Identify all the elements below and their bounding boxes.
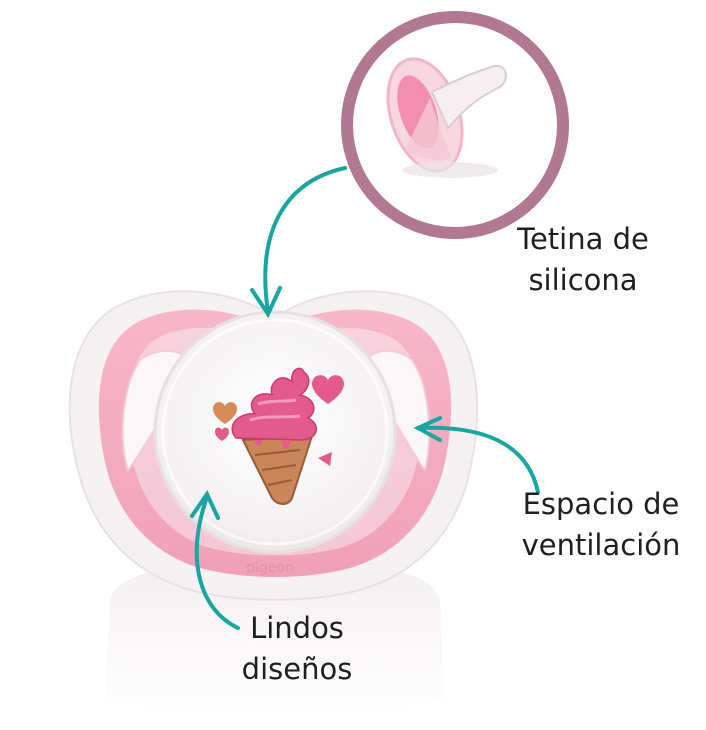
heart-icon	[215, 427, 229, 441]
brand-mark: pigeon	[246, 560, 294, 576]
arrow-espacio	[413, 416, 540, 494]
label-line: Espacio de	[522, 487, 680, 521]
heart-icon	[318, 452, 332, 466]
label-line: silicona	[528, 263, 638, 297]
heart-icon	[312, 375, 344, 404]
label-line: ventilación	[521, 528, 681, 562]
label-tetina-de-silicona: Tetina de silicona	[488, 219, 678, 301]
label-lindos-disenos: Lindos diseños	[212, 608, 382, 690]
pacifier-photo: pigeon	[68, 290, 478, 601]
detail-circle-border	[341, 11, 569, 239]
nipple-detail-photo	[341, 11, 569, 239]
label-line: diseños	[241, 652, 353, 686]
label-line: Tetina de	[517, 222, 649, 256]
ice-cream-design	[213, 367, 344, 505]
heart-icon	[213, 402, 237, 424]
arrow-lindos	[190, 489, 240, 630]
label-line: Lindos	[250, 611, 344, 645]
pacifier-reflection	[105, 560, 445, 718]
arrow-tetina	[250, 166, 347, 319]
label-espacio-de-ventilacion: Espacio de ventilación	[496, 484, 706, 566]
